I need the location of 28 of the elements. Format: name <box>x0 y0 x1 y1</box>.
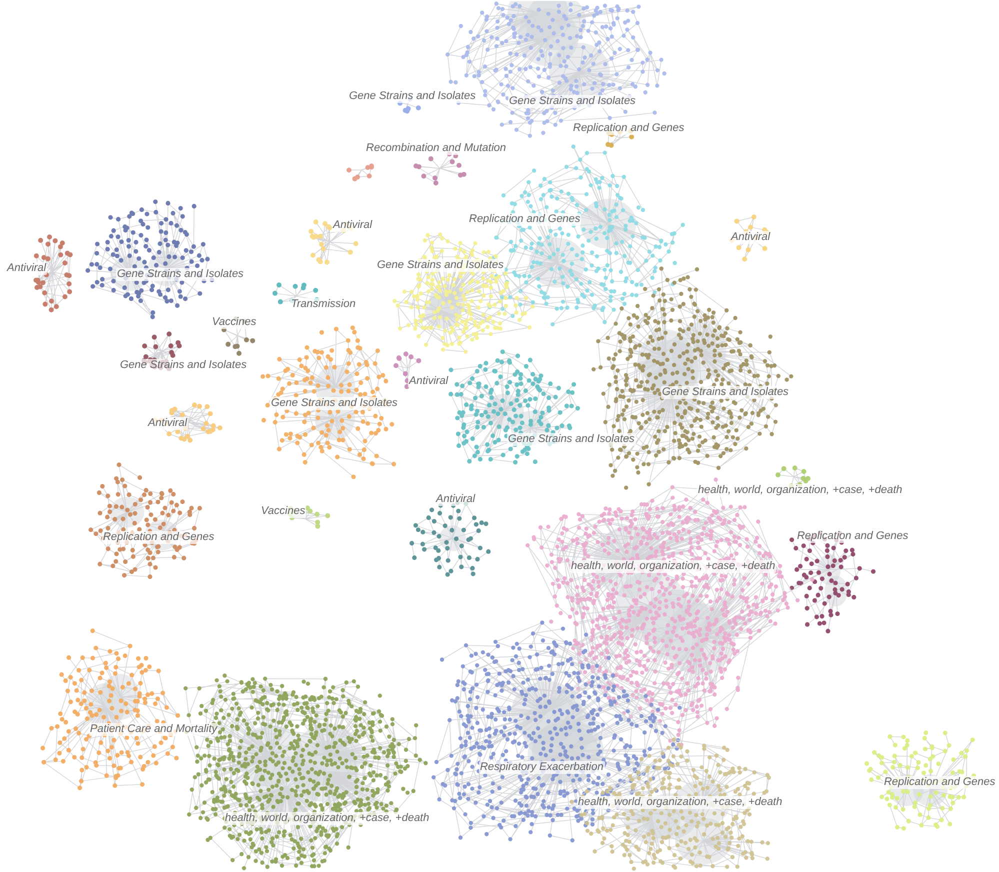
cluster-label: Replication and Genes <box>102 531 216 544</box>
cluster-label: Gene Strains and Isolates <box>506 433 636 446</box>
cluster-label: health, world, organization, +case, +death <box>570 560 776 574</box>
cluster-label: Replication and Genes <box>468 213 582 226</box>
cluster-label: Replication and Genes <box>796 530 910 544</box>
cluster-label: Antiviral <box>6 262 48 276</box>
cluster-label: Antiviral <box>730 231 772 244</box>
cluster-label: Recombination and Mutation <box>365 142 508 154</box>
cluster-label: Respiratory Exacerbation <box>478 761 604 774</box>
cluster-label: Gene Strains and Isolates <box>116 268 245 282</box>
cluster-label: Patient Care and Mortality <box>88 723 218 736</box>
cluster-label: Gene Strains and Isolates <box>508 95 637 108</box>
cluster-label: Replication and Genes <box>572 122 686 134</box>
cluster-label: Gene Strains and Isolates <box>270 397 399 410</box>
cluster-label: Gene Strains and Isolates <box>376 259 505 272</box>
cluster-label: Antiviral <box>332 219 374 232</box>
cluster-label: Gene Strains and Isolates <box>348 90 477 102</box>
cluster-label: Antiviral <box>434 492 476 506</box>
cluster-label: health, world, organization, +case, +death <box>224 812 430 826</box>
cluster-label: Vaccines <box>260 504 306 518</box>
cluster-label: Replication and Genes <box>882 776 996 790</box>
cluster-label: Vaccines <box>211 316 258 328</box>
cluster-label: Gene Strains and Isolates <box>119 359 248 372</box>
cluster-label: health, world, organization, +case, +death <box>576 796 784 810</box>
cluster-label: health, world, organization, +case, +death <box>697 484 904 498</box>
cluster-label: Antiviral <box>408 375 450 388</box>
cluster-label: Gene Strains and Isolates <box>660 386 790 400</box>
cluster-label: Antiviral <box>147 417 188 430</box>
